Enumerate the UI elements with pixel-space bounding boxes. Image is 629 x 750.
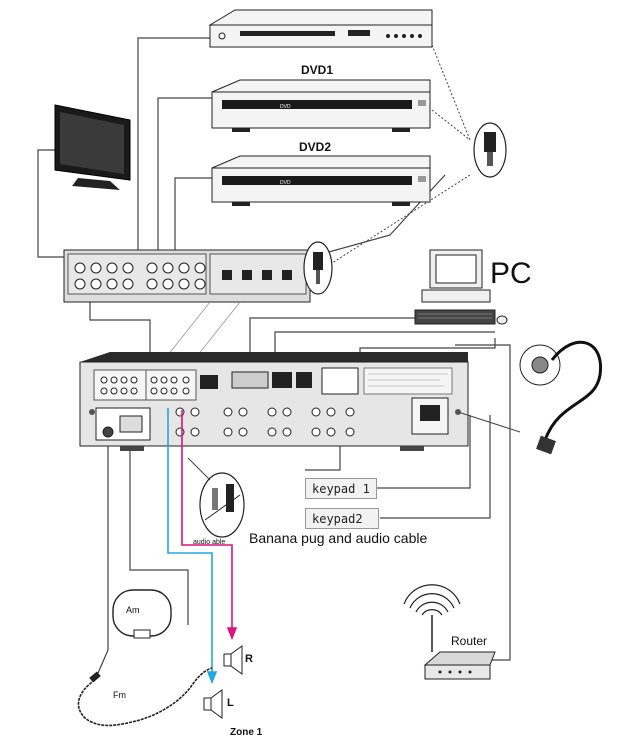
keypad-2: keypad2	[305, 508, 379, 529]
optical-connector-bubble	[473, 122, 507, 178]
zone-label: Zone 1	[230, 727, 263, 738]
speaker-r-icon	[223, 645, 243, 675]
speaker-l-icon	[203, 689, 223, 719]
keypad-2-label: keypad2	[312, 512, 363, 526]
keypad-1: keypad 1	[305, 478, 377, 499]
speaker-r-label: R	[245, 653, 253, 665]
signal-wires	[37, 37, 511, 681]
keypad-1-label: keypad 1	[312, 482, 370, 496]
fm-antenna	[77, 667, 213, 727]
dvd1-label: DVD1	[301, 63, 334, 77]
svg-text:DVD: DVD	[280, 180, 291, 186]
speaker-l-label: L	[227, 697, 234, 709]
tv	[54, 104, 131, 190]
optical-leaders	[317, 44, 471, 273]
audio-cable-label: audio able	[193, 539, 226, 546]
optical-connector-bubble-2	[303, 241, 333, 295]
fm-label: Fm	[113, 690, 126, 700]
svg-text:DVD: DVD	[280, 104, 291, 110]
power-cable	[457, 340, 603, 455]
banana-plug-label: Banana pug and audio cable	[249, 530, 428, 546]
banana-plug-bubble	[187, 457, 245, 538]
dvd2-label: DVD2	[299, 140, 332, 154]
dvd-player-top	[208, 9, 433, 48]
am-label: Am	[126, 605, 140, 615]
am-antenna	[112, 589, 172, 639]
router-label: Router	[451, 634, 488, 648]
av-receiver	[79, 352, 469, 451]
dvd1-player: DVD	[211, 79, 431, 132]
pc-label: PC	[490, 257, 532, 290]
dvd2-player: DVD	[211, 155, 431, 206]
rear-panel-closeup	[63, 249, 311, 303]
pc	[414, 249, 508, 325]
speaker-cables	[167, 408, 238, 685]
router	[403, 584, 496, 680]
